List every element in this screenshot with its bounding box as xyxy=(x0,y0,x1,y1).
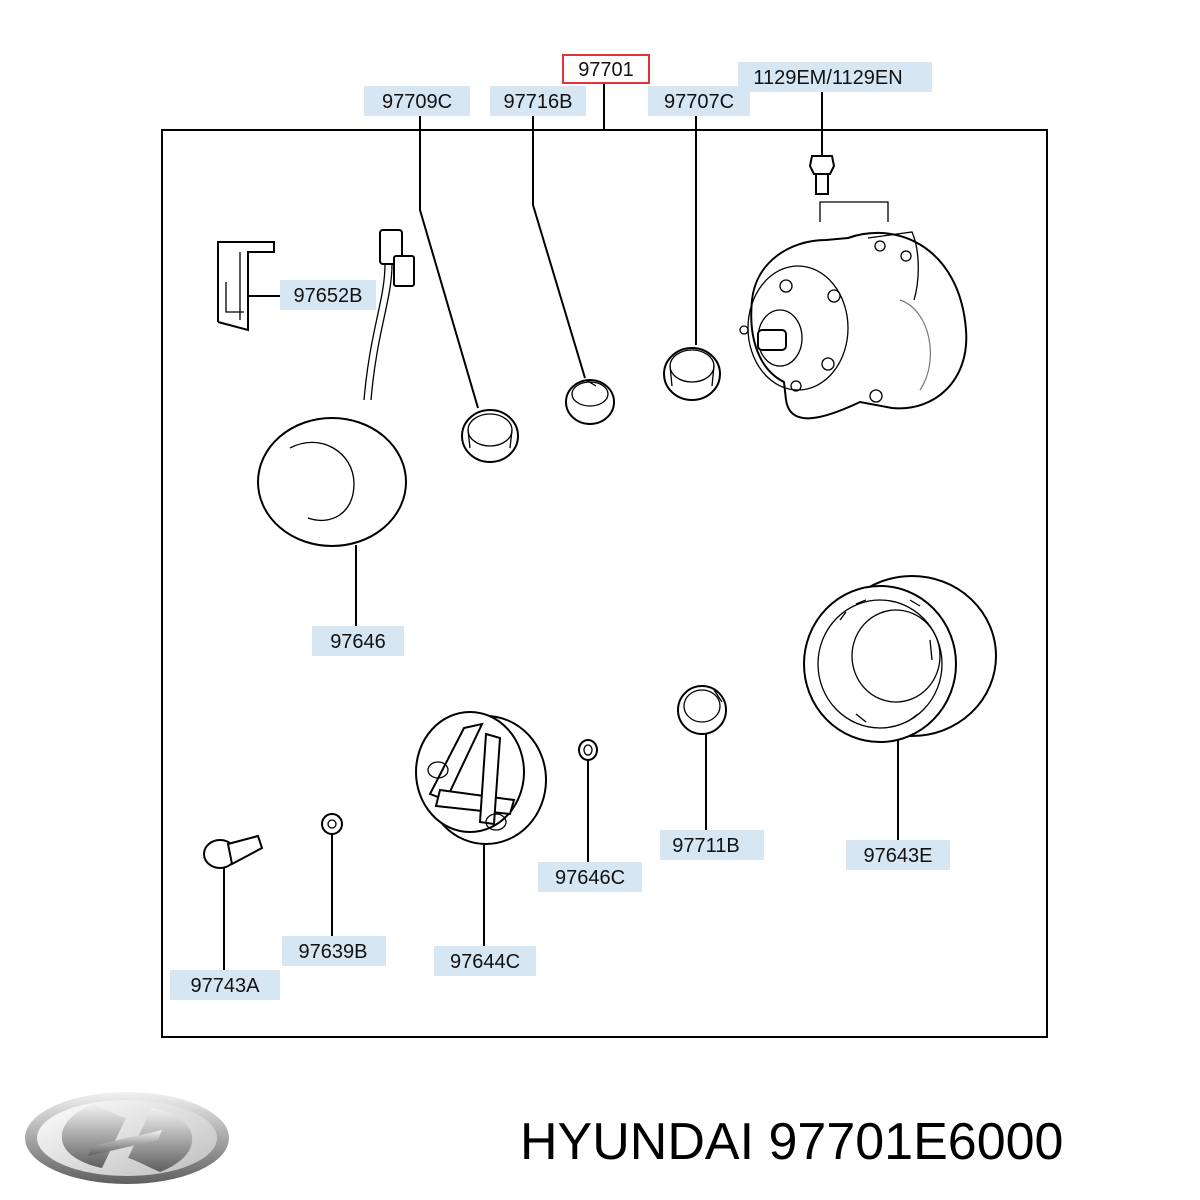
ring-97709c-icon xyxy=(461,409,519,463)
label-97711b[interactable]: 97711B xyxy=(660,830,764,860)
label-97644c[interactable]: 97644C xyxy=(434,946,536,976)
label-97646-text: 97646 xyxy=(330,631,386,653)
pulley-icon xyxy=(803,575,997,743)
footer-brand: HYUNDAI xyxy=(520,1113,755,1171)
label-97639b[interactable]: 97639B xyxy=(282,936,386,966)
label-97644c-text: 97644C xyxy=(450,951,520,973)
label-97709c-text: 97709C xyxy=(382,91,452,113)
leader-lines xyxy=(223,90,899,970)
label-97643e-text: 97643E xyxy=(864,845,933,867)
nut-97639b-icon xyxy=(321,813,343,835)
label-97743a-text: 97743A xyxy=(191,975,261,997)
label-97646c-text: 97646C xyxy=(555,867,625,889)
snap-ring-97716b-icon xyxy=(565,379,615,425)
label-97652b[interactable]: 97652B xyxy=(280,280,376,310)
clutch-hub-icon xyxy=(415,711,547,845)
label-97643e[interactable]: 97643E xyxy=(846,840,950,870)
label-97707c-text: 97707C xyxy=(664,91,734,113)
label-97709c[interactable]: 97709C xyxy=(364,86,470,116)
connector-wire-icon xyxy=(363,229,415,401)
footer-part-title: HYUNDAI 97701E6000 xyxy=(520,1112,1190,1172)
label-1129[interactable]: 1129EM/1129EN xyxy=(738,62,932,92)
label-97646[interactable]: 97646 xyxy=(312,626,404,656)
snap-ring-97711b-icon xyxy=(677,685,727,735)
ring-97707c-icon xyxy=(663,347,721,401)
label-97701-text: 97701 xyxy=(578,59,634,81)
label-97701[interactable]: 97701 xyxy=(562,54,650,84)
label-97707c[interactable]: 97707C xyxy=(648,86,750,116)
label-97639b-text: 97639B xyxy=(299,941,368,963)
label-97716b-text: 97716B xyxy=(504,91,573,113)
bolt-97743a-icon xyxy=(203,834,264,869)
washer-97646c-icon xyxy=(578,739,598,761)
label-97711b-text: 97711B xyxy=(672,835,739,857)
label-97646c[interactable]: 97646C xyxy=(538,862,642,892)
label-97716b[interactable]: 97716B xyxy=(490,86,586,116)
compressor-icon xyxy=(739,231,968,420)
bolt-1129-icon xyxy=(808,155,836,195)
label-97652b-text: 97652B xyxy=(294,285,363,307)
hyundai-logo-icon xyxy=(25,1092,229,1184)
label-97743a[interactable]: 97743A xyxy=(170,970,280,1000)
footer-part-number: 97701E6000 xyxy=(768,1113,1064,1171)
bracket-part-icon xyxy=(217,241,275,332)
label-1129-text: 1129EM/1129EN xyxy=(753,67,902,89)
field-coil-icon xyxy=(257,417,407,547)
